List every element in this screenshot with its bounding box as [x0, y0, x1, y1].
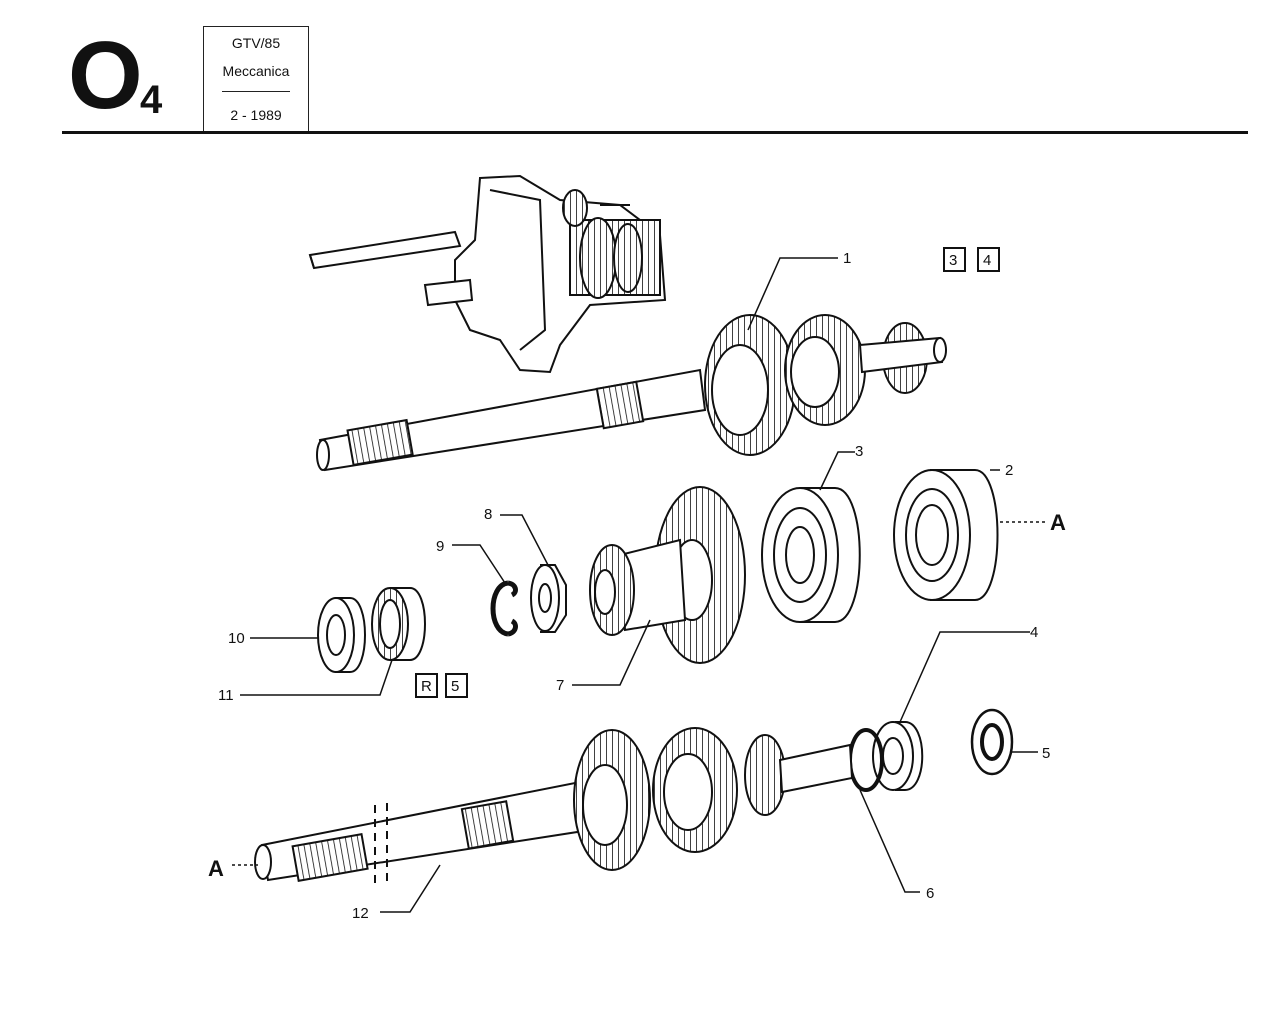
leader-lines: [232, 257, 1045, 913]
callout-10: 10: [228, 630, 245, 647]
callout-3: 3: [855, 443, 863, 460]
group-label: Meccanica: [222, 63, 290, 79]
gear-7-illustration: [589, 486, 746, 664]
ref-box-r-label: R: [421, 678, 432, 695]
marker-a-right: A: [1050, 510, 1066, 535]
callout-11: 11: [218, 687, 234, 704]
seal-10-illustration: [317, 597, 366, 673]
date-label: 2 - 1989: [230, 107, 282, 123]
ref-box-r: [415, 673, 438, 698]
info-divider: [222, 91, 290, 92]
ref-box-4: [977, 247, 1000, 272]
bearing-4-illustration: [872, 721, 924, 791]
callout-8: 8: [484, 506, 492, 523]
ring-5-illustration: [970, 708, 1014, 776]
callout-6: 6: [926, 885, 934, 902]
ref-box-4-label: 4: [983, 252, 991, 269]
callout-1: 1: [843, 250, 851, 267]
circlip-9-illustration: [490, 580, 518, 637]
ref-box-5-label: 5: [451, 678, 459, 695]
upper-shaft-illustration: [316, 314, 947, 472]
main-shaft-illustration: [254, 727, 854, 888]
callout-4: 4: [1030, 624, 1038, 641]
gearbox-assembly-illustration: [308, 174, 667, 374]
callout-7: 7: [556, 677, 564, 694]
callout-2: 2: [1005, 462, 1013, 479]
marker-a-left: A: [208, 856, 224, 881]
callout-5: 5: [1042, 745, 1050, 762]
nut-8-illustration: [530, 564, 567, 633]
callout-9: 9: [436, 538, 444, 555]
ref-box-3-label: 3: [949, 252, 957, 269]
bearing-11-illustration: [371, 587, 426, 661]
section-number: 4: [140, 78, 163, 122]
bearing-3-illustration: [761, 487, 861, 623]
callout-12: 12: [352, 905, 369, 922]
bearing-2-illustration: [893, 469, 999, 601]
ref-box-3: [943, 247, 966, 272]
header-rule: [62, 131, 1248, 134]
ref-box-5: [445, 673, 468, 698]
model-label: GTV/85: [231, 35, 281, 51]
section-letter: O: [68, 22, 143, 129]
